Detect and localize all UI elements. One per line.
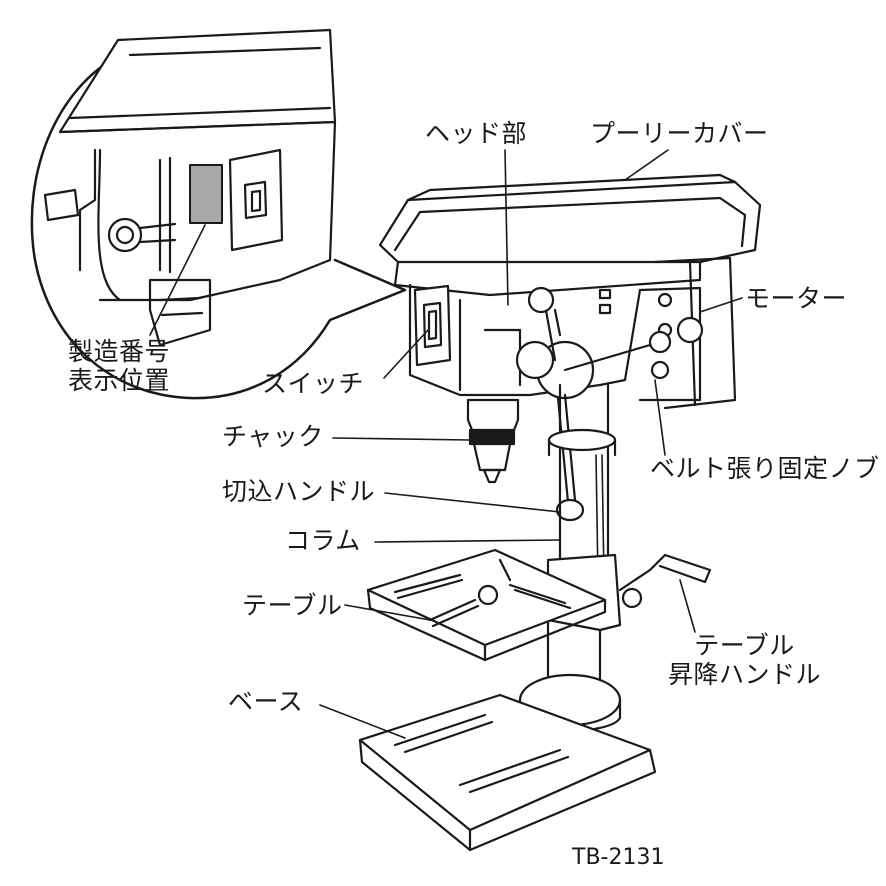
serial-plate-icon	[189, 164, 223, 224]
label-pulley-cover: プーリーカバー	[590, 119, 769, 148]
label-column: コラム	[285, 526, 361, 555]
head-body-shape	[408, 283, 642, 400]
feed-handle-shape	[527, 286, 672, 522]
label-switch: スイッチ	[262, 369, 365, 398]
base-shape	[358, 673, 657, 852]
chuck-shape	[466, 398, 520, 484]
column-shape	[546, 383, 617, 692]
model-code: TB-2131	[572, 845, 665, 870]
label-table-lift-line1: テーブル	[694, 631, 795, 660]
label-table-lift-handle: テーブル 昇降ハンドル	[668, 631, 822, 690]
label-motor: モーター	[745, 284, 848, 313]
label-serial-line2: 表示位置	[68, 365, 171, 395]
table-shape	[366, 548, 712, 662]
label-serial-position: 製造番号 表示位置	[68, 337, 171, 396]
label-table: テーブル	[242, 591, 343, 620]
label-chuck: チャック	[222, 422, 324, 451]
label-serial-line1: 製造番号	[68, 337, 171, 366]
label-feed-handle: 切込ハンドル	[222, 477, 376, 506]
pulley-cover-shape	[378, 173, 762, 297]
label-belt-knob: ベルト張り固定ノブ	[650, 454, 880, 483]
label-head: ヘッド部	[425, 119, 528, 148]
leader-lines	[319, 149, 743, 739]
label-table-lift-line2: 昇降ハンドル	[668, 659, 822, 689]
label-base: ベース	[228, 687, 304, 716]
motor-shape	[638, 256, 737, 410]
serial-number-inset	[30, 28, 407, 400]
